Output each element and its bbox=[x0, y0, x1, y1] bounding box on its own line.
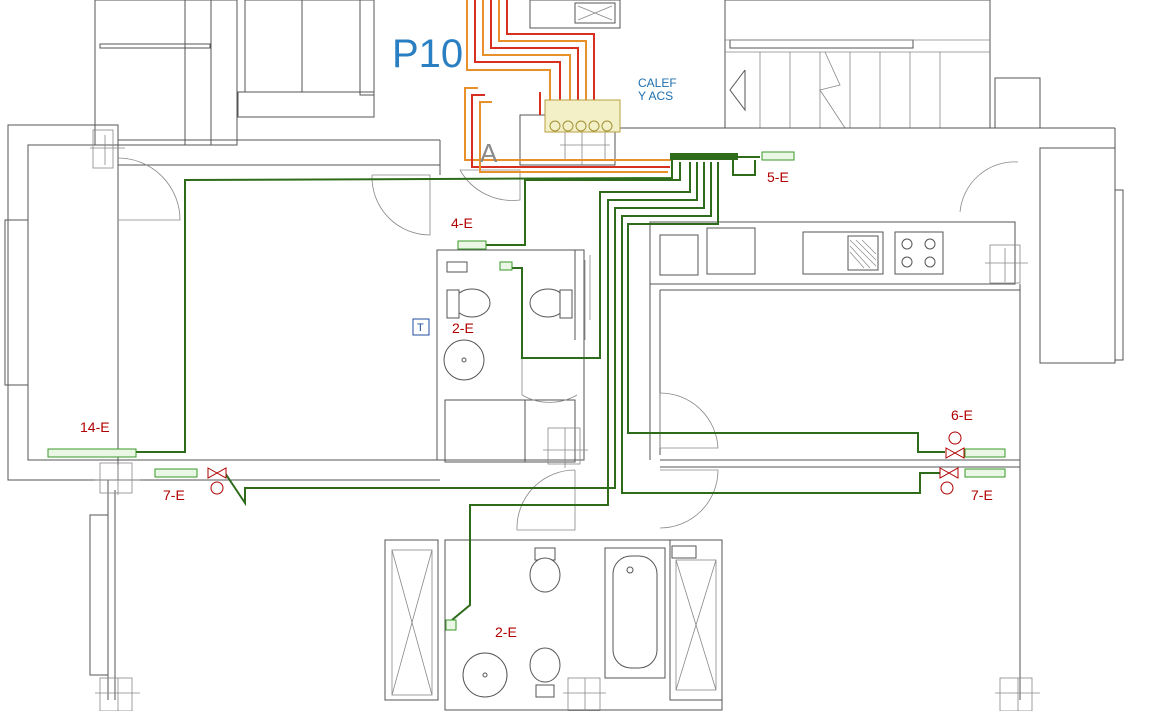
valve-left-icon bbox=[207, 467, 227, 495]
radiator-7e-left bbox=[154, 468, 198, 478]
heating-label-line1: CALEF bbox=[638, 76, 677, 90]
walls bbox=[4, 0, 1124, 711]
radiator-4e bbox=[457, 240, 487, 250]
room-label-2e-bottom: 2-E bbox=[495, 624, 517, 640]
radiator-2e-bottom bbox=[445, 619, 457, 631]
radiator-5e bbox=[761, 151, 795, 161]
radiator-2e-top bbox=[499, 261, 513, 271]
room-label-5e: 5-E bbox=[767, 169, 789, 185]
heating-manifold bbox=[670, 153, 738, 160]
valve-6e-icon bbox=[945, 431, 965, 459]
thermostat-badge: T bbox=[412, 318, 430, 336]
room-label-6e: 6-E bbox=[951, 407, 973, 423]
room-label-7e-right: 7-E bbox=[971, 487, 993, 503]
thermostatic-valves bbox=[207, 431, 965, 495]
radiator-14e bbox=[47, 448, 137, 458]
thermostat-badge-text: T bbox=[417, 322, 424, 334]
radiator-7e-right bbox=[964, 468, 1006, 478]
room-label-2e-top: 2-E bbox=[452, 320, 474, 336]
supply-pipes bbox=[464, 0, 672, 173]
radiators bbox=[47, 151, 1006, 631]
room-label-4e: 4-E bbox=[451, 215, 473, 231]
room-label-7e-left: 7-E bbox=[163, 487, 185, 503]
heating-label-line2: Y ACS bbox=[638, 89, 673, 103]
unit-label: P10 bbox=[392, 32, 463, 76]
zone-label: A bbox=[480, 138, 498, 168]
room-label-14e: 14-E bbox=[80, 419, 110, 435]
heating-pipes bbox=[135, 153, 945, 621]
radiator-6e bbox=[964, 448, 1006, 458]
valve-7e-right-icon bbox=[939, 467, 959, 495]
